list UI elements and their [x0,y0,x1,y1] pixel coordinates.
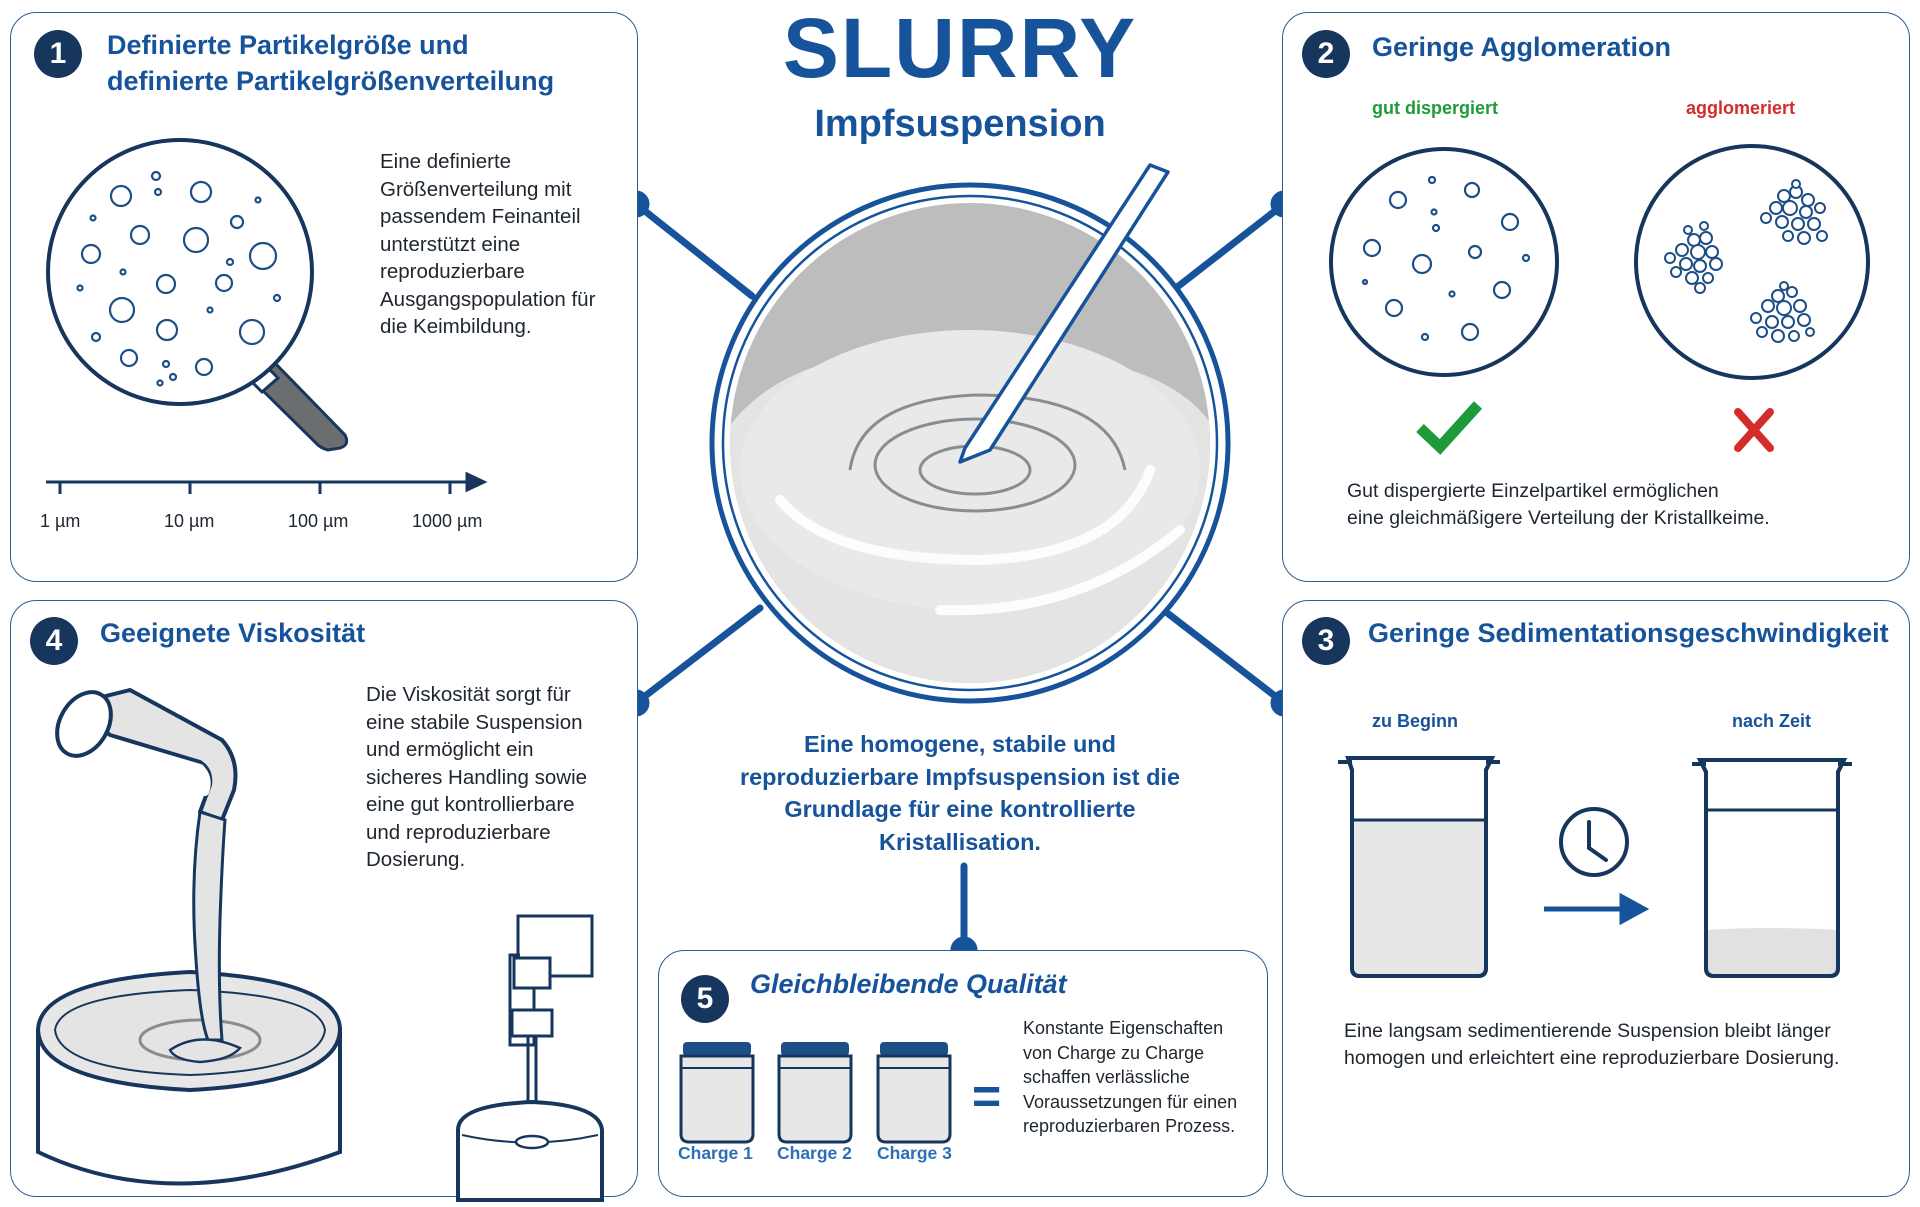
panel4-description: Die Viskosität sorgt für eine stabile Su… [366,683,588,871]
charge-label: Charge 2 [777,1143,852,1163]
magnifier-icon [46,138,488,494]
connector-line-2 [1172,200,1288,292]
page-subtitle: Impfsuspension [814,103,1106,145]
scale-tick-label: 100 µm [288,511,349,531]
checkmark-icon [1416,401,1483,455]
panel5-number-badge: 5 [681,975,729,1023]
scale-tick-label: 1000 µm [412,511,483,531]
cross-icon [1734,408,1774,452]
label-at-start: zu Beginn [1372,711,1458,731]
panel4-title: Geeignete Viskosität [100,618,366,648]
panel1-number-badge: 1 [34,30,82,78]
beaker-icon [1338,756,1500,978]
charge-label: Charge 1 [678,1143,753,1163]
label-after-time: nach Zeit [1732,711,1812,731]
charge-label: Charge 3 [877,1143,952,1163]
pouring-pipe-icon [35,688,343,1186]
equals-sign: = [972,1068,1002,1124]
panel1-title-line1: Definierte Partikelgröße und [107,30,469,60]
panel2-description-line1: Gut dispergierte Einzelpartikel ermöglic… [1347,480,1719,502]
panel3-title: Geringe Sedimentationsgeschwindigkeit [1368,618,1889,648]
label-agglomerated: agglomeriert [1686,98,1796,118]
jar-icon [679,1042,755,1144]
page-title: SLURRY [782,1,1138,95]
jar-icon [876,1042,952,1144]
label-well-dispersed: gut dispergiert [1372,98,1499,118]
agglomerated-particles-circle [1634,144,1870,380]
panel-consistent-quality [658,950,1268,1197]
clock-icon [1559,807,1629,877]
arrow-right-icon [1544,892,1650,926]
panel1-title-line2: definierte Partikelgrößenverteilung [107,66,555,96]
panel5-title: Gleichbleibende Qualität [750,969,1067,999]
scale-tick-label: 10 µm [164,511,215,531]
panel2-number-badge: 2 [1302,30,1350,78]
panel2-description-line2: eine gleichmäßigere Verteilung der Krist… [1347,507,1770,529]
panel2-title: Geringe Agglomeration [1372,32,1672,62]
panel3-description: Eine langsam sedimentierende Suspension … [1344,1020,1840,1069]
size-scale-axis [46,471,488,494]
beaker-icon [1692,758,1852,978]
panel4-number-badge: 4 [30,617,78,665]
panel5-description: Konstante Eigenschaften von Charge zu Ch… [1023,1018,1238,1136]
connector-line-1 [632,200,756,300]
jar-icon [777,1042,853,1144]
stirrer-icon [456,914,604,1202]
scale-tick-label: 1 µm [40,511,81,531]
panel3-number-badge: 3 [1302,617,1350,665]
dispersed-particles-circle [1329,147,1559,377]
center-summary-text: Eine homogene, stabile und reproduzierba… [739,731,1181,855]
connector-line-4 [632,604,764,707]
panel1-description: Eine definierte Größenverteilung mit pas… [380,150,596,338]
dispersion-comparison [1329,144,1870,455]
connector-line-3 [1162,608,1288,707]
